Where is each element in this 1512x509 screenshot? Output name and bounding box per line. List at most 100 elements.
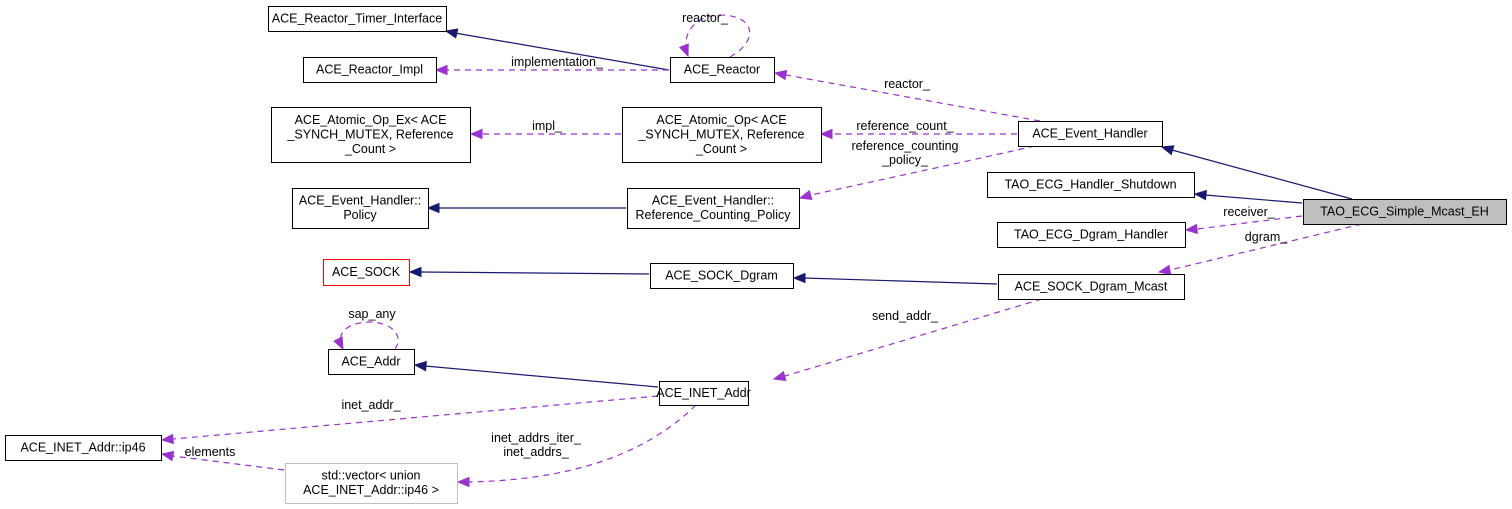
inheritance-edge bbox=[803, 277, 998, 285]
node-box[interactable] bbox=[997, 222, 1186, 248]
usage-arrowhead-icon bbox=[469, 128, 483, 140]
usage-arrowhead-icon bbox=[819, 128, 833, 140]
edge-label: reference_count_ bbox=[856, 119, 954, 133]
edge-inet_addr-to-vector_ip46 bbox=[456, 404, 697, 488]
usage-edge bbox=[1196, 215, 1303, 230]
inheritance-arrowhead-icon bbox=[444, 28, 459, 39]
node-label: ACE_INET_Addr::ip46 bbox=[20, 440, 145, 454]
edge-reactor-to-timer_iface bbox=[444, 28, 670, 71]
usage-arrowhead-icon bbox=[160, 450, 175, 462]
edge-sock_dgram_mcast-to-sock_dgram bbox=[792, 272, 998, 285]
node-label: _Count > bbox=[695, 142, 747, 156]
edge-label: implementation_ bbox=[511, 55, 604, 69]
usage-arrowhead-icon bbox=[798, 189, 813, 201]
edge-event_handler-to-atomic_op bbox=[819, 128, 1017, 140]
edge-label: receiver_ bbox=[1223, 205, 1275, 219]
usage-edge bbox=[468, 404, 697, 483]
node-reactor-impl[interactable]: ACE_Reactor_Impl bbox=[303, 57, 437, 83]
node-label: ACE_SOCK_Dgram bbox=[665, 268, 778, 282]
inheritance-arrowhead-icon bbox=[426, 202, 440, 214]
edge-simple_mcast_eh-to-handler_shutdown bbox=[1193, 189, 1303, 204]
node-box[interactable] bbox=[292, 188, 429, 229]
node-atomic-op-ex[interactable]: ACE_Atomic_Op_Ex< ACE_SYNCH_MUTEX, Refer… bbox=[271, 107, 471, 163]
usage-edge bbox=[172, 455, 285, 471]
inheritance-arrowhead-icon bbox=[408, 266, 422, 278]
inheritance-arrowhead-icon bbox=[1193, 189, 1207, 201]
node-ace-addr[interactable]: ACE_Addr bbox=[328, 349, 415, 375]
edge-label: sap_any bbox=[348, 307, 396, 321]
edge-reactor-to-reactor bbox=[679, 14, 751, 58]
node-box[interactable] bbox=[268, 6, 447, 32]
node-box[interactable] bbox=[659, 381, 749, 406]
node-ip46[interactable]: ACE_INET_Addr::ip46 bbox=[5, 435, 162, 461]
node-label: _SYNCH_MUTEX, Reference bbox=[637, 127, 804, 141]
node-label: ACE_Atomic_Op< ACE bbox=[656, 113, 786, 127]
edge-vector_ip46-to-ip46 bbox=[160, 450, 285, 471]
inheritance-arrowhead-icon bbox=[792, 272, 806, 284]
node-simple-mcast-eh[interactable]: TAO_ECG_Simple_Mcast_EH bbox=[1303, 199, 1507, 225]
node-label: TAO_ECG_Dgram_Handler bbox=[1014, 227, 1168, 241]
edge-label: elements bbox=[185, 445, 236, 459]
usage-edge bbox=[685, 14, 751, 58]
edge-reactor-to-reactor_impl bbox=[434, 64, 669, 76]
node-ace-sock[interactable]: ACE_SOCK bbox=[323, 259, 410, 286]
node-box[interactable] bbox=[285, 463, 458, 504]
node-label: TAO_ECG_Handler_Shutdown bbox=[1004, 177, 1176, 191]
node-box[interactable] bbox=[627, 188, 800, 229]
node-label: Reference_Counting_Policy bbox=[636, 208, 792, 222]
node-box[interactable] bbox=[998, 274, 1185, 300]
node-event-handler[interactable]: ACE_Event_Handler bbox=[1018, 121, 1163, 147]
edge-event_handler-to-reactor bbox=[773, 69, 1041, 122]
inheritance-edge bbox=[1204, 194, 1303, 204]
node-label: ACE_INET_Addr bbox=[656, 386, 750, 400]
node-box[interactable] bbox=[5, 435, 162, 461]
node-label: ACE_Event_Handler:: bbox=[299, 194, 421, 208]
node-box[interactable] bbox=[1303, 199, 1507, 225]
node-label: _Count > bbox=[344, 142, 396, 156]
node-box[interactable] bbox=[987, 172, 1195, 198]
node-handler-shutdown[interactable]: TAO_ECG_Handler_Shutdown bbox=[987, 172, 1195, 198]
node-eh-policy[interactable]: ACE_Event_Handler::Policy bbox=[292, 188, 429, 229]
node-sock-dgram[interactable]: ACE_SOCK_Dgram bbox=[650, 263, 794, 289]
node-atomic-op[interactable]: ACE_Atomic_Op< ACE_SYNCH_MUTEX, Referenc… bbox=[622, 107, 822, 163]
edge-atomic_op-to-atomic_op_ex bbox=[469, 128, 621, 140]
node-reactor[interactable]: ACE_Reactor bbox=[670, 57, 775, 83]
usage-arrowhead-icon bbox=[679, 43, 689, 58]
node-label: std::vector< union bbox=[321, 469, 420, 483]
edge-label: inet_addrs_iter_ bbox=[491, 431, 582, 445]
edge-label: _policy_ bbox=[881, 153, 929, 167]
node-label: ACE_Event_Handler:: bbox=[652, 194, 774, 208]
node-box[interactable] bbox=[271, 107, 471, 163]
node-box[interactable] bbox=[670, 57, 775, 83]
node-box[interactable] bbox=[323, 259, 410, 286]
node-dgram-handler[interactable]: TAO_ECG_Dgram_Handler bbox=[997, 222, 1186, 248]
usage-arrowhead-icon bbox=[434, 64, 448, 76]
node-ref-count-policy[interactable]: ACE_Event_Handler::Reference_Counting_Po… bbox=[627, 188, 800, 229]
edge-label: inet_addrs_ bbox=[503, 445, 569, 459]
edge-label: impl_ bbox=[532, 119, 563, 133]
usage-edge bbox=[172, 395, 659, 440]
node-inet-addr[interactable]: ACE_INET_Addr bbox=[656, 381, 751, 406]
usage-arrowhead-icon bbox=[1184, 223, 1198, 235]
node-label: ACE_SOCK_Dgram_Mcast bbox=[1015, 279, 1168, 293]
node-label: ACE_INET_Addr::ip46 > bbox=[303, 483, 439, 497]
node-label: ACE_Reactor bbox=[684, 62, 760, 76]
node-box[interactable] bbox=[650, 263, 794, 289]
edge-simple_mcast_eh-to-sock_dgram_mcast bbox=[1157, 223, 1363, 276]
node-box[interactable] bbox=[328, 349, 415, 375]
node-box[interactable] bbox=[303, 57, 437, 83]
edge-simple_mcast_eh-to-event_handler bbox=[1160, 145, 1353, 200]
edge-label: dgram_ bbox=[1245, 230, 1288, 244]
node-sock-dgram-mcast[interactable]: ACE_SOCK_Dgram_Mcast bbox=[998, 274, 1185, 300]
edges-layer bbox=[160, 14, 1363, 488]
node-timer-iface[interactable]: ACE_Reactor_Timer_Interface bbox=[268, 6, 447, 32]
edge-inet_addr-to-ip46 bbox=[160, 395, 659, 445]
usage-arrowhead-icon bbox=[773, 69, 788, 81]
node-label: ACE_Reactor_Impl bbox=[316, 62, 423, 76]
edge-ref_count_policy-to-eh_policy bbox=[426, 202, 626, 214]
inheritance-edge bbox=[419, 271, 650, 275]
node-box[interactable] bbox=[1018, 121, 1163, 147]
node-box[interactable] bbox=[622, 107, 822, 163]
